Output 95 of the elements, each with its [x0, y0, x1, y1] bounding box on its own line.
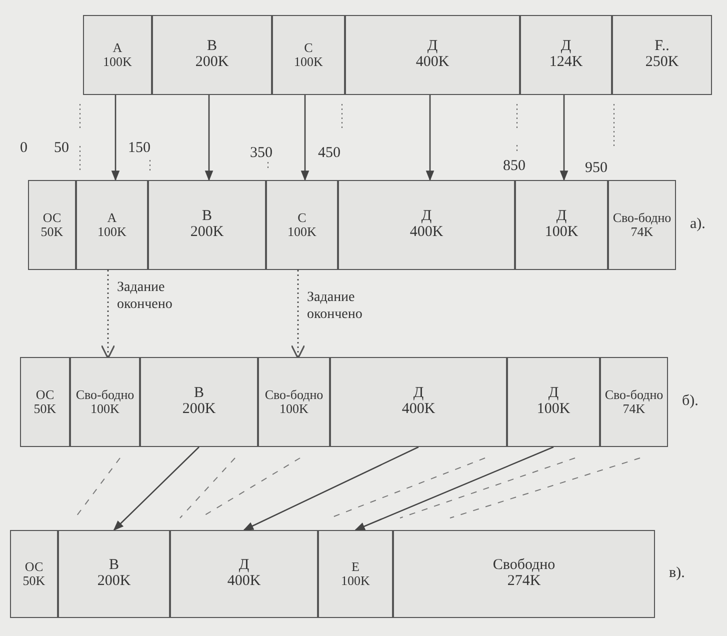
block-label: 100K	[280, 402, 308, 416]
block-label: 200K	[190, 225, 224, 241]
memory-block	[612, 15, 712, 95]
memory-block	[600, 357, 668, 447]
block-label: 100K	[294, 55, 323, 69]
block-label: 100K	[103, 55, 132, 69]
block-label: 50K	[34, 402, 56, 416]
block-label: Д	[548, 386, 559, 402]
memory-block	[338, 180, 515, 270]
address-label: 450	[318, 145, 340, 162]
memory-block	[170, 530, 318, 618]
block-label: 274K	[507, 574, 541, 590]
block-label: 100K	[544, 225, 578, 241]
address-label: 150	[128, 140, 150, 157]
block-label: 200K	[195, 55, 229, 71]
memory-block	[393, 530, 655, 618]
memory-block	[507, 357, 600, 447]
block-label: 50K	[40, 225, 64, 239]
memory-block	[258, 357, 330, 447]
block-label: A	[107, 211, 117, 225]
block-label: 250K	[645, 55, 679, 71]
block-label: ОС	[24, 560, 44, 574]
arrow	[354, 446, 554, 531]
block-label: B	[206, 39, 217, 55]
block-label: Сво-бодно	[604, 388, 664, 402]
block-label: ОС	[42, 211, 62, 225]
memory-block	[10, 530, 58, 618]
memory-block	[266, 180, 338, 270]
block-label: C	[298, 211, 306, 225]
address-label: 850	[503, 158, 526, 175]
block-label: C	[304, 41, 313, 55]
arrow	[204, 95, 214, 182]
block-label: B	[194, 386, 204, 402]
block-label: Д	[427, 39, 438, 55]
block-label: 400K	[416, 55, 450, 71]
block-label: A	[112, 41, 122, 55]
memory-block	[318, 530, 393, 618]
block-label: 100K	[90, 402, 120, 416]
block-label: Свободно	[492, 558, 556, 574]
panel-label: а).	[690, 216, 706, 233]
block-label: Сво-бодно	[612, 211, 672, 225]
block-label: 74K	[630, 225, 654, 239]
block-label: Д	[556, 209, 567, 225]
block-label: 100K	[341, 574, 370, 588]
memory-block	[58, 530, 170, 618]
block-label: E	[352, 560, 360, 574]
panel-label: б).	[682, 393, 698, 410]
memory-block	[140, 357, 258, 447]
memory-block	[520, 15, 612, 95]
arrow	[560, 95, 568, 182]
memory-block	[272, 15, 345, 95]
memory-block	[83, 15, 152, 95]
address-label: 50	[54, 140, 69, 157]
address-label: 350	[250, 145, 272, 162]
block-label: 400K	[402, 402, 436, 418]
dotted-arrow	[290, 270, 306, 360]
block-label: Сво-бодно	[76, 388, 134, 402]
address-label: 0	[20, 140, 28, 157]
arrow	[111, 95, 120, 182]
arrow	[113, 446, 200, 531]
block-label: Сво-бодно	[264, 388, 324, 402]
block-label: ОС	[36, 388, 54, 402]
block-label: Д	[421, 209, 432, 225]
memory-block	[345, 15, 520, 95]
memory-block	[76, 180, 148, 270]
block-label: 200K	[182, 402, 216, 418]
arrow	[426, 95, 434, 182]
block-label: F..	[654, 39, 670, 55]
memory-block	[148, 180, 266, 270]
memory-block	[608, 180, 676, 270]
block-label: 400K	[227, 574, 261, 590]
block-label: 200K	[97, 574, 131, 590]
block-label: 50K	[22, 574, 46, 588]
block-label: Д	[238, 558, 250, 574]
address-label: 950	[585, 160, 608, 177]
block-label: 124K	[549, 55, 583, 71]
block-label: B	[108, 558, 119, 574]
memory-block	[20, 357, 70, 447]
block-label: B	[202, 209, 212, 225]
memory-block	[330, 357, 507, 447]
memory-block	[515, 180, 608, 270]
panel-label: в).	[669, 565, 685, 582]
block-label: Д	[413, 386, 424, 402]
block-label: 100K	[288, 225, 316, 239]
arrow	[300, 95, 310, 182]
memory-block	[28, 180, 76, 270]
dotted-arrow	[100, 270, 116, 360]
block-label: 100K	[98, 225, 126, 239]
memory-block	[70, 357, 140, 447]
block-label: 400K	[410, 225, 444, 241]
block-label: Д	[560, 39, 572, 55]
arrow	[243, 446, 419, 531]
memory-block	[152, 15, 272, 95]
block-label: 74K	[622, 402, 646, 416]
block-label: 100K	[536, 402, 570, 418]
